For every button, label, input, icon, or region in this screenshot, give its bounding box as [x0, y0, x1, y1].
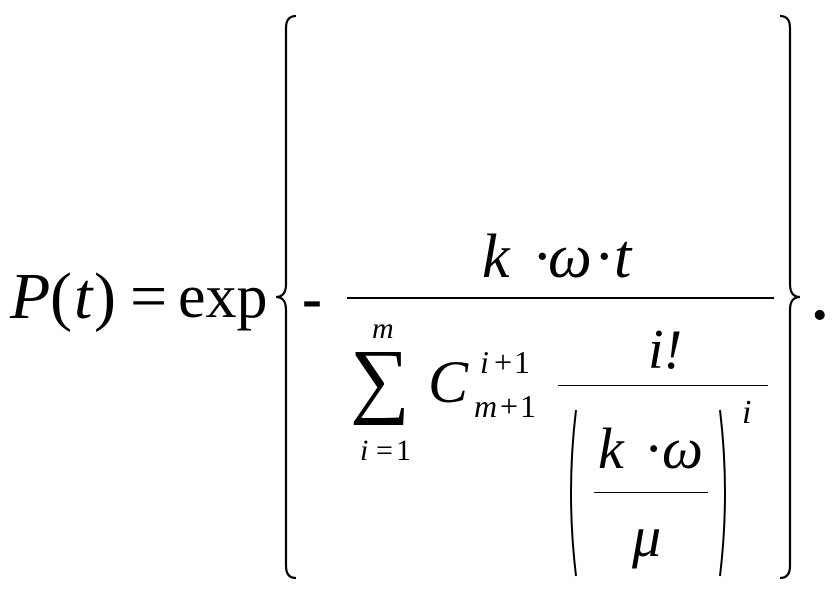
- numerator-dot-2: ·: [594, 223, 615, 291]
- binomial-sub-m: m: [474, 388, 498, 424]
- sum-lower-equals: =: [376, 434, 393, 467]
- lhs-open-paren: (: [50, 260, 72, 333]
- binomial-c: C: [428, 349, 469, 415]
- innermost-fraction-bar: [594, 492, 708, 493]
- sum-lower-one: 1: [396, 434, 411, 467]
- numerator-omega: ω: [548, 223, 592, 291]
- inner-k: k: [598, 416, 624, 481]
- right-brace: [779, 14, 801, 580]
- lhs-variable-t: t: [74, 260, 93, 333]
- binomial-sup-plus: +: [494, 344, 513, 380]
- lhs-function-p: P: [10, 260, 51, 333]
- main-fraction-bar: [347, 297, 774, 299]
- inner-numerator-factorial: i!: [648, 319, 683, 381]
- left-big-paren: [570, 409, 577, 577]
- trailing-period: .: [812, 265, 828, 333]
- minus-sign: -: [302, 265, 322, 331]
- inner-omega: ω: [662, 416, 703, 481]
- equals-sign: =: [130, 260, 168, 333]
- binomial-sub-one: 1: [520, 388, 536, 424]
- exp-function: exp: [178, 263, 268, 331]
- binomial-sup-i: i: [480, 344, 489, 380]
- binomial-sub-plus: +: [500, 388, 519, 424]
- binomial-sup-one: 1: [514, 344, 530, 380]
- power-i: i: [742, 394, 752, 431]
- numerator-dot-1: ·: [532, 223, 553, 291]
- lhs-close-paren: ): [94, 260, 116, 333]
- inner-fraction-bar: [558, 385, 768, 386]
- sigma-symbol: ∑: [350, 333, 410, 426]
- numerator-t: t: [614, 223, 632, 291]
- numerator-k: k: [482, 223, 510, 291]
- right-big-paren: [719, 409, 726, 577]
- sum-lower-index: i: [360, 434, 369, 467]
- sum-upper-limit: m: [372, 312, 394, 345]
- inner-dot: ·: [644, 416, 664, 481]
- left-brace: [275, 14, 297, 580]
- inner-mu: μ: [632, 504, 662, 569]
